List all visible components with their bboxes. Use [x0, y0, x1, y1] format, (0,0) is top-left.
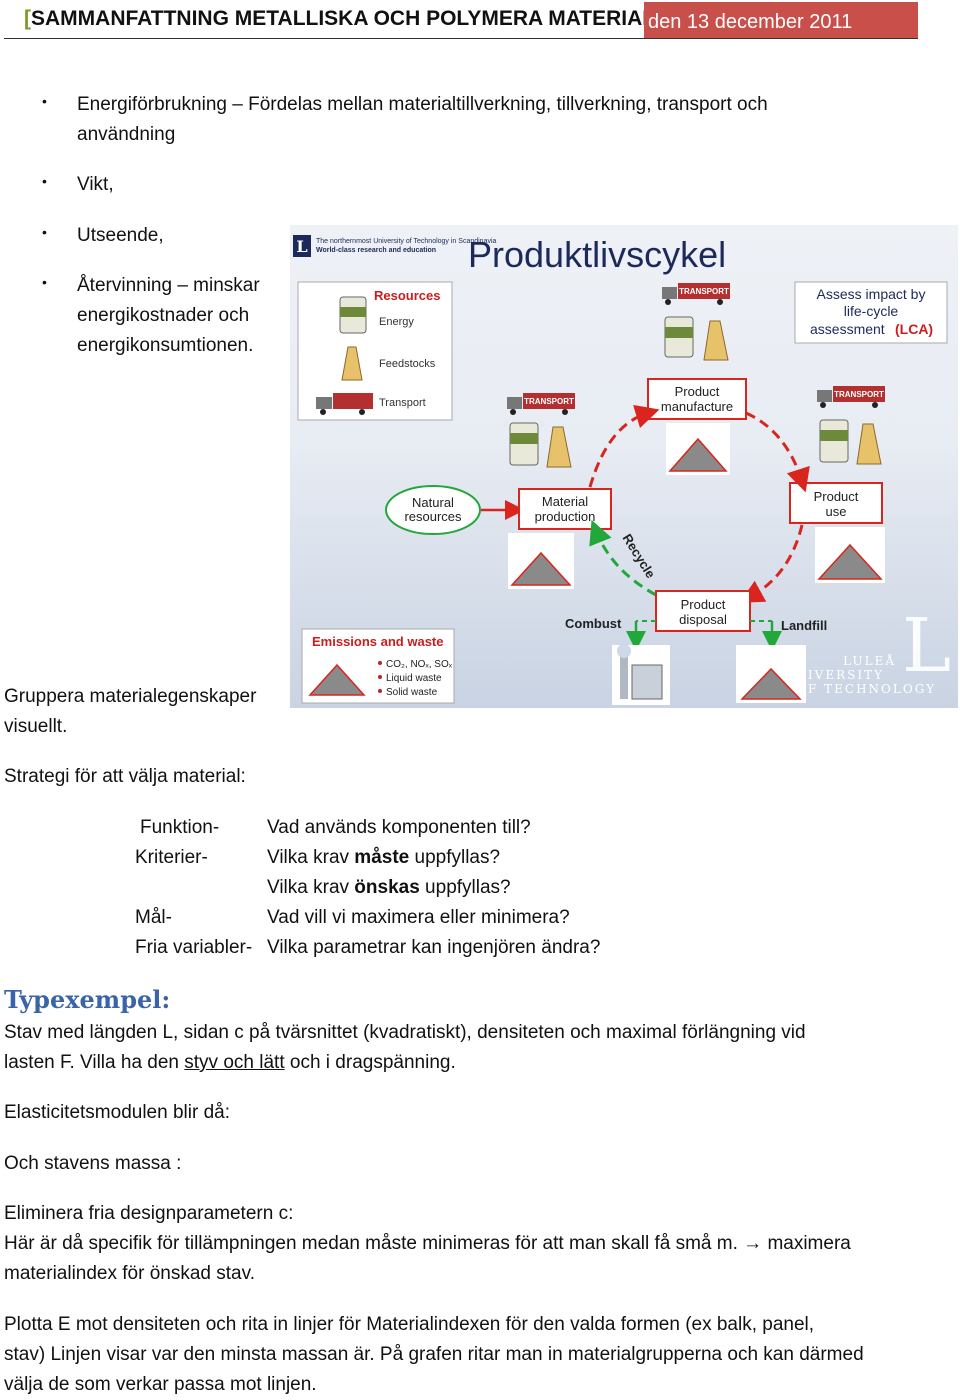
example-paragraph-1: Stav med längden L, sidan c på tvärsnitt…: [4, 1022, 806, 1073]
emission-pile-icon: [815, 527, 885, 583]
bullet-dot: [378, 689, 382, 693]
ltu-logo-mark: [293, 235, 311, 257]
bullet-glyph: •: [42, 224, 47, 240]
uni-tagline-2: World-class research and education: [316, 247, 436, 254]
bullet-weight: Vikt,: [77, 174, 114, 195]
bullet-glyph: •: [42, 173, 47, 189]
funktion-label: Funktion-: [140, 817, 220, 838]
product-manufacture-line-1: Product: [675, 384, 720, 399]
lulea-line-3: OF TECHNOLOGY: [796, 682, 936, 696]
feedstock-sack-icon: [341, 346, 363, 381]
material-production-line-1: Material: [542, 494, 588, 509]
incinerator-icon: [612, 644, 670, 705]
bullet-recycling: Återvinning – minskar energikostnader oc…: [77, 275, 260, 356]
emissions-label: Emissions and waste: [312, 634, 444, 649]
mal-question: Vad vill vi maximera eller minimera?: [267, 907, 570, 928]
feedstocks-label: Feedstocks: [379, 358, 436, 370]
transport-truck-icon: [507, 393, 575, 415]
transport-label: Transport: [379, 397, 426, 409]
lulea-line-2: UNIVERSITY: [783, 668, 884, 682]
example-paragraph-4: Eliminera fria designparametern c: Här ä…: [4, 1203, 851, 1284]
funktion-question: Vad används komponenten till?: [267, 817, 531, 838]
product-disposal-line-1: Product: [681, 597, 726, 612]
assess-box: [794, 281, 948, 344]
transport-truck-icon: [817, 386, 885, 408]
uni-tagline-1: The northernmost University of Technolog…: [316, 238, 497, 245]
truck-label: TRANSPORT: [679, 287, 729, 296]
fria-label: Fria variabler-: [135, 937, 253, 958]
feedstock-sack-icon: [703, 320, 729, 361]
mal-label: Mål-: [135, 907, 172, 928]
emission-pile-icon: [308, 663, 366, 696]
arrow-material-to-manufacture: [588, 404, 660, 488]
header-date: den 13 december 2011: [644, 2, 918, 38]
logo-letter: L: [296, 237, 307, 256]
page-header: [SAMMANFATTNING METALLISKA OCH POLYMERA …: [4, 0, 918, 39]
landfill-label: Landfill: [781, 618, 827, 633]
emission-item-2: Liquid waste: [386, 673, 442, 684]
landfill-icon: [736, 645, 806, 703]
emission-pile-icon: [666, 423, 730, 475]
material-production-line-2: production: [535, 509, 596, 524]
transport-truck-icon: [662, 283, 730, 305]
bullet-appearance: Utseende,: [77, 225, 164, 246]
assess-line-1: Assess impact by: [817, 286, 926, 302]
arrow-manufacture-to-use: [745, 411, 810, 493]
product-use-line-2: use: [826, 504, 847, 519]
bullet-glyph: •: [42, 93, 47, 109]
energy-can-icon: [664, 316, 694, 358]
example-paragraph-5: Plotta E mot densiteten och rita in linj…: [4, 1314, 864, 1395]
example-paragraph-2: Elasticitetsmodulen blir då:: [4, 1102, 230, 1123]
kriterier-label: Kriterier-: [135, 847, 208, 868]
product-manufacture-box: [647, 378, 747, 420]
example-heading: Typexempel:: [4, 985, 171, 1014]
bullet-dot: [378, 661, 382, 665]
bullet-dot: [378, 675, 382, 679]
arrow-recycle: [589, 519, 657, 597]
figure-title: Produktlivscykel: [468, 234, 726, 275]
header-title: [SAMMANFATTNING METALLISKA OCH POLYMERA …: [24, 7, 662, 30]
krav-onskas: Vilka krav önskas uppfyllas?: [267, 877, 511, 898]
combust-label: Combust: [565, 616, 622, 631]
lulea-line-1: LULEÅ: [843, 653, 896, 668]
assess-line-2: life-cycle: [844, 303, 899, 319]
feedstock-sack-icon: [546, 426, 572, 468]
emission-item-1: CO₂, NOₓ, SOₓ: [386, 659, 453, 670]
assess-line-3: assessment: [810, 321, 885, 337]
bullet-glyph: •: [42, 274, 47, 290]
bullet-energy: Energiförbrukning – Fördelas mellan mate…: [77, 94, 768, 145]
feedstock-sack-icon: [856, 423, 882, 465]
natural-resources-line-1: Natural: [412, 495, 454, 510]
product-disposal-line-2: disposal: [679, 612, 727, 627]
example-paragraph-3: Och stavens massa :: [4, 1153, 182, 1174]
energy-can-icon: [819, 419, 849, 463]
natural-resources-ellipse: [385, 485, 481, 535]
energy-can-icon: [339, 296, 367, 334]
resources-label: Resources: [374, 288, 440, 303]
group-text: Gruppera materialegenskaper visuellt.: [4, 686, 257, 737]
strategy-text: Strategi för att välja material:: [4, 766, 246, 787]
product-use-line-1: Product: [814, 489, 859, 504]
arrow-use-to-disposal: [739, 524, 804, 603]
energy-can-icon: [509, 422, 539, 466]
product-manufacture-line-2: manufacture: [661, 399, 733, 414]
truck-label: TRANSPORT: [524, 397, 574, 406]
truck-label: TRANSPORT: [834, 390, 884, 399]
product-disposal-box: [655, 590, 751, 632]
product-lifecycle-figure: L The northernmost University of Technol…: [290, 225, 958, 708]
ltu-watermark-letter: L: [902, 603, 951, 689]
emission-item-3: Solid waste: [386, 687, 438, 698]
fria-question: Vilka parametrar kan ingenjören ändra?: [267, 937, 601, 958]
emission-pile-icon: [508, 533, 574, 589]
natural-resources-line-2: resources: [404, 509, 462, 524]
energy-label: Energy: [379, 316, 414, 328]
assess-lca: (LCA): [895, 321, 933, 337]
krav-maste: Vilka krav måste uppfyllas?: [267, 847, 501, 868]
transport-truck-icon: [316, 393, 373, 415]
